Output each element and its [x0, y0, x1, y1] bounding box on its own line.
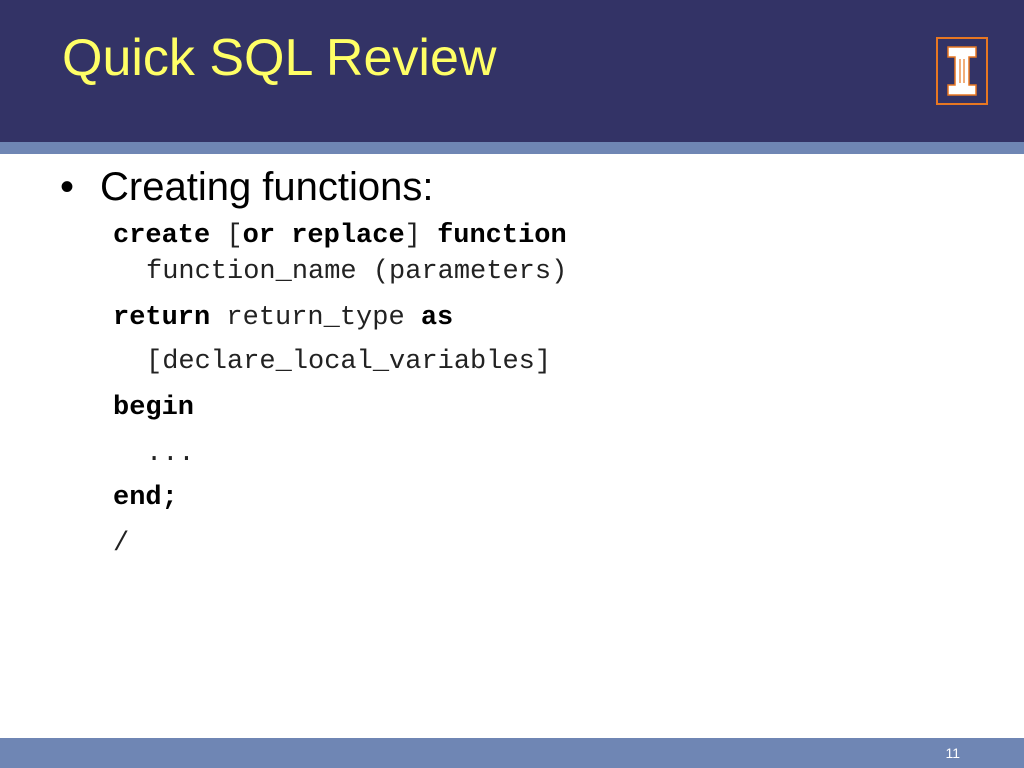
bracket-close: ] [404, 221, 421, 251]
page-number: 11 [945, 745, 960, 761]
code-line-create: create [or replace] function [113, 220, 567, 252]
slide-footer: 11 [0, 738, 1024, 768]
code-line-return: return return_type as [113, 302, 453, 334]
bullet-marker: • [60, 165, 75, 209]
keyword-or-replace: or replace [242, 221, 405, 251]
code-line-ellipsis: ... [146, 439, 195, 469]
header-divider [0, 142, 1024, 154]
bracket-open: [ [226, 221, 243, 251]
slide-header: Quick SQL Review [0, 0, 1024, 142]
bullet-item: • Creating functions: [60, 164, 434, 210]
code-line-declare: [declare_local_variables] [146, 347, 552, 377]
bullet-text: Creating functions: [100, 165, 434, 209]
return-type: return_type [226, 303, 405, 333]
slide-content: • Creating functions: create [or replace]… [0, 154, 1024, 738]
university-logo-icon [936, 37, 988, 105]
keyword-create: create [113, 221, 211, 251]
slide-title: Quick SQL Review [62, 29, 497, 87]
keyword-return: return [113, 303, 211, 333]
keyword-function: function [437, 221, 567, 251]
code-line-begin: begin [113, 393, 195, 423]
code-line-signature: function_name (parameters) [146, 257, 568, 287]
code-line-end: end; [113, 483, 178, 513]
keyword-as: as [420, 303, 454, 333]
code-line-slash: / [113, 529, 130, 559]
